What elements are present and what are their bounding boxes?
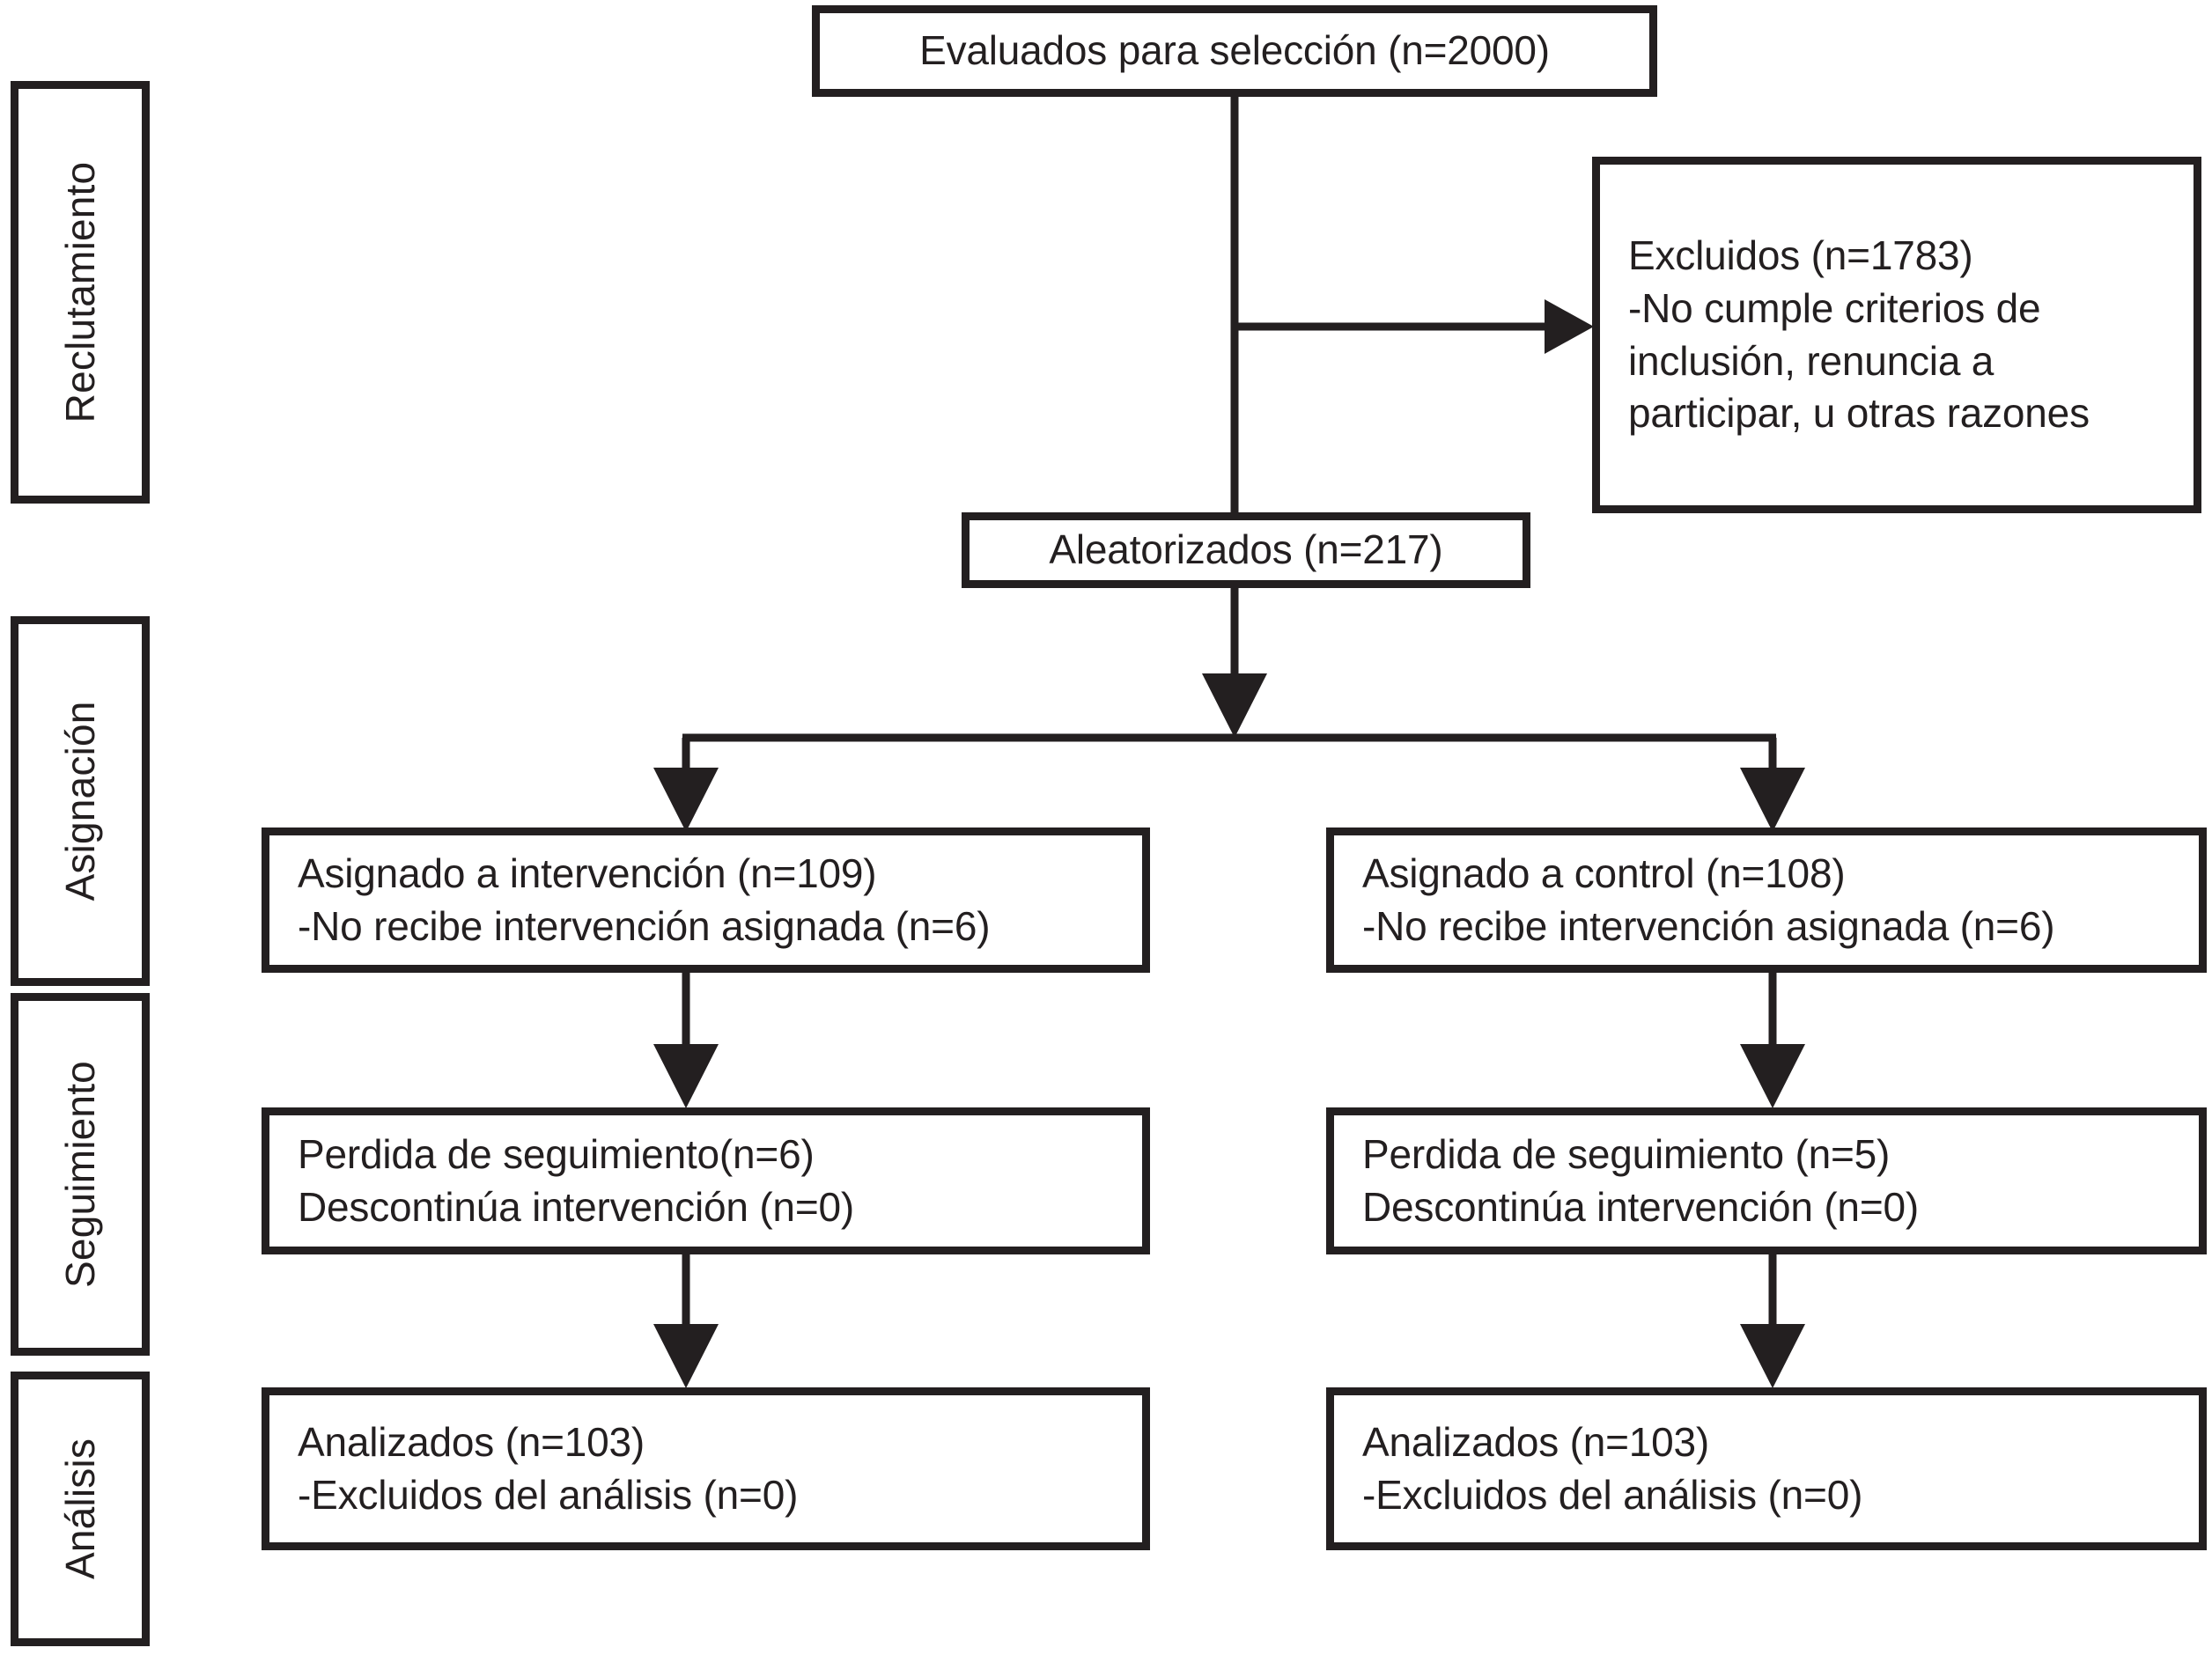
node-line: -Excluidos del análisis (n=0) bbox=[1362, 1471, 1863, 1518]
node-assessed-for-eligibility: Evaluados para selección (n=2000) bbox=[812, 5, 1657, 97]
node-line: Aleatorizados (n=217) bbox=[1049, 526, 1443, 573]
arrowhead-split-right bbox=[1740, 768, 1805, 832]
node-line: inclusión, renuncia a bbox=[1628, 337, 1994, 384]
node-line: Evaluados para selección (n=2000) bbox=[919, 27, 1550, 74]
node-line: Analizados (n=103) bbox=[1362, 1418, 1710, 1465]
node-allocated-control: Asignado a control (n=108) -No recibe in… bbox=[1326, 828, 2207, 973]
stage-label-asignacion: Asignación bbox=[11, 616, 150, 986]
node-line: Perdida de seguimiento(n=6) bbox=[298, 1130, 815, 1177]
node-followup-intervention: Perdida de seguimiento(n=6) Descontinúa … bbox=[262, 1107, 1150, 1254]
node-line: -No cumple criterios de bbox=[1628, 284, 2041, 331]
node-line: participar, u otras razones bbox=[1628, 390, 2090, 437]
arrowhead-randomized-down bbox=[1202, 673, 1267, 738]
node-line: -No recibe intervención asignada (n=6) bbox=[298, 902, 991, 949]
stage-label-text: Reclutamiento bbox=[57, 161, 103, 423]
node-line: Descontinúa intervención (n=0) bbox=[1362, 1183, 1919, 1230]
stage-label-text: Seguimiento bbox=[57, 1061, 103, 1288]
node-line: Descontinúa intervención (n=0) bbox=[298, 1183, 854, 1230]
stage-label-text: Análisis bbox=[57, 1438, 103, 1580]
node-line: Perdida de seguimiento (n=5) bbox=[1362, 1130, 1891, 1177]
stage-label-seguimiento: Seguimiento bbox=[11, 993, 150, 1356]
arrowhead-analysis-right bbox=[1740, 1324, 1805, 1388]
arrowhead-followup-right bbox=[1740, 1044, 1805, 1108]
node-line: Excluidos (n=1783) bbox=[1628, 232, 1973, 278]
node-line: -No recibe intervención asignada (n=6) bbox=[1362, 902, 2055, 949]
node-randomized: Aleatorizados (n=217) bbox=[962, 512, 1530, 588]
node-line: Asignado a control (n=108) bbox=[1362, 850, 1846, 896]
node-line: Analizados (n=103) bbox=[298, 1418, 645, 1465]
arrowhead-followup-left bbox=[653, 1044, 719, 1108]
arrowhead-split-left bbox=[653, 768, 719, 832]
node-line: Asignado a intervención (n=109) bbox=[298, 850, 877, 896]
stage-label-text: Asignación bbox=[57, 701, 103, 901]
node-followup-control: Perdida de seguimiento (n=5) Descontinúa… bbox=[1326, 1107, 2207, 1254]
stage-label-reclutamiento: Reclutamiento bbox=[11, 81, 150, 504]
node-excluded: Excluidos (n=1783) -No cumple criterios … bbox=[1592, 157, 2201, 513]
arrowhead-to-excluded bbox=[1545, 299, 1594, 354]
node-analysis-control: Analizados (n=103) -Excluidos del anális… bbox=[1326, 1387, 2207, 1550]
stage-label-analisis: Análisis bbox=[11, 1372, 150, 1646]
node-allocated-intervention: Asignado a intervención (n=109) -No reci… bbox=[262, 828, 1150, 973]
node-analysis-intervention: Analizados (n=103) -Excluidos del anális… bbox=[262, 1387, 1150, 1550]
arrowhead-analysis-left bbox=[653, 1324, 719, 1388]
node-line: -Excluidos del análisis (n=0) bbox=[298, 1471, 799, 1518]
